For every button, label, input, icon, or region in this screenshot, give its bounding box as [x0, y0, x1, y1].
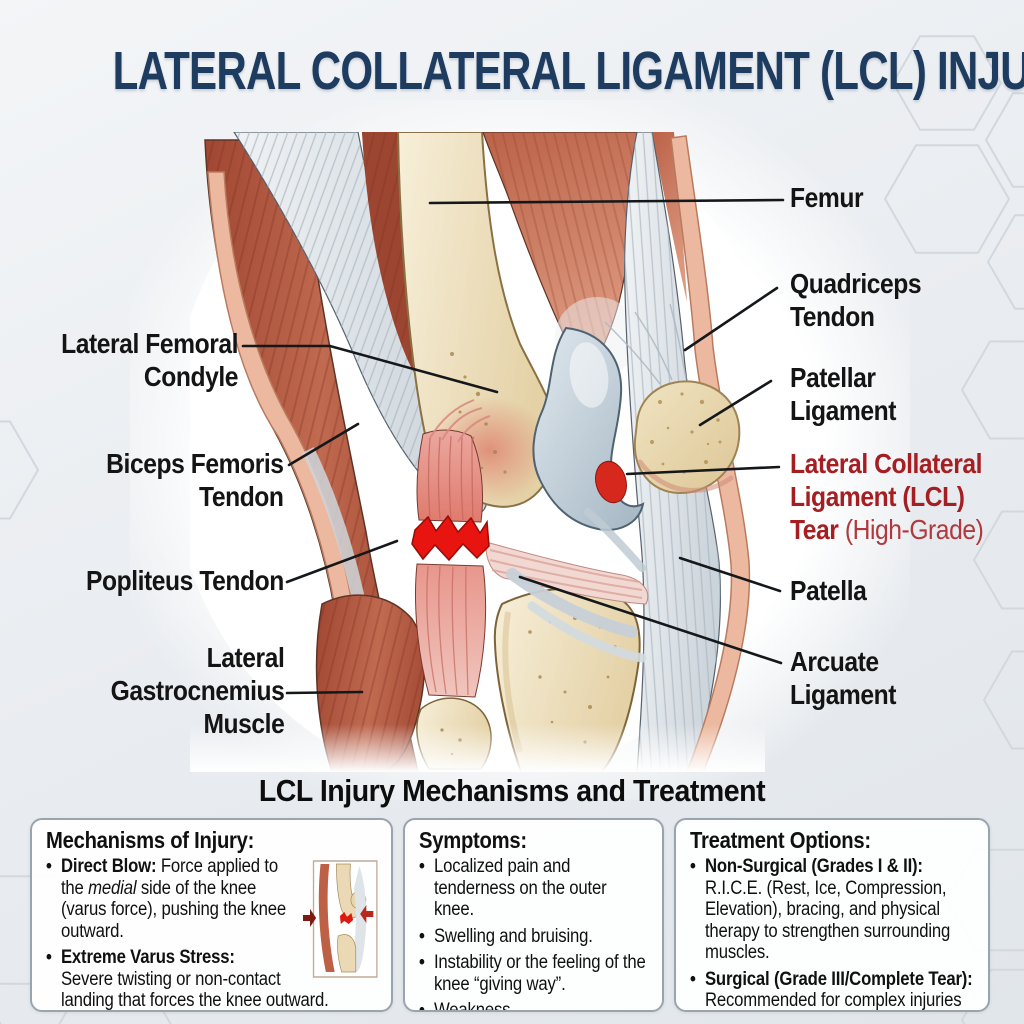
symptoms-bullet-weakness: •Weakness. [419, 1000, 650, 1012]
hexagon-decoration [986, 214, 1024, 310]
hexagon-decoration [960, 340, 1024, 440]
section-heading: LCL Injury Mechanisms and Treatment [258, 773, 766, 808]
hexagon-decoration [984, 92, 1024, 188]
symptoms-bullet-swelling: •Swelling and bruising. [419, 925, 593, 947]
bullet-marker: • [419, 952, 425, 973]
hexagon-decoration [982, 650, 1024, 750]
label-biceps-femoris-tendon: Biceps Femoris Tendon [106, 448, 285, 512]
hexagon-decoration [960, 968, 1024, 1024]
bullet-marker: • [419, 1000, 425, 1012]
treatment-bullet-non-surgical: •Non-Surgical (Grades I & II): R.I.C.E. … [690, 856, 951, 963]
mechanisms-bullet-varus-stress: •Extreme Varus Stress:Severe twisting or… [46, 947, 329, 1011]
label-arcuate-ligament: Arcuate Ligament [790, 646, 897, 710]
symptoms-heading: Symptoms: [419, 827, 527, 853]
label-lcl-tear: Lateral Collateral Ligament (LCL) Tear (… [790, 448, 984, 545]
treatment-bullet-surgical: •Surgical (Grade III/Complete Tear):Reco… [690, 968, 973, 1011]
page-title: LATERAL COLLATERAL LIGAMENT (LCL) INJURY [112, 41, 1024, 101]
varus-force-right-arrow-icon [360, 905, 374, 923]
treatment-options-box: Treatment Options: •Non-Surgical (Grades… [674, 818, 990, 1012]
hexagon-decoration [0, 1020, 2, 1024]
info-boxes-row: Mechanisms of Injury: •Direct Blow: Forc… [30, 818, 994, 1012]
symptoms-bullet-pain: •Localized pain and tenderness on the ou… [419, 856, 607, 920]
label-popliteus-tendon: Popliteus Tendon [86, 565, 284, 596]
bullet-marker: • [419, 925, 425, 947]
bullet-marker: • [690, 856, 696, 877]
label-femur: Femur [790, 182, 864, 213]
symptoms-bullet-instability: •Instability or the feeling of the knee … [419, 952, 646, 995]
varus-force-left-arrow-icon [303, 909, 317, 927]
hexagon-decoration [0, 420, 40, 520]
label-patellar-ligament: Patellar Ligament [790, 362, 897, 426]
label-lateral-gastrocnemius-muscle: Lateral Gastrocnemius Muscle [110, 642, 284, 739]
label-quadriceps-tendon: Quadriceps Tendon [790, 268, 922, 332]
knee-varus-force-thumbnail [303, 860, 378, 978]
bullet-marker: • [419, 856, 425, 877]
symptoms-box: Symptoms: •Localized pain and tenderness… [403, 818, 664, 1012]
label-patella: Patella [790, 575, 867, 606]
hexagon-decoration [883, 144, 1011, 254]
mechanisms-of-injury-box: Mechanisms of Injury: •Direct Blow: Forc… [30, 818, 393, 1012]
hexagon-decoration [972, 510, 1024, 610]
hexagon-decoration [891, 35, 1003, 131]
mechanisms-heading: Mechanisms of Injury: [46, 827, 255, 853]
bullet-marker: • [690, 968, 696, 990]
treatment-heading: Treatment Options: [690, 827, 871, 853]
bullet-marker: • [46, 856, 52, 877]
mechanisms-bullet-direct-blow: •Direct Blow: Force applied to the media… [46, 856, 286, 942]
label-lateral-femoral-condyle: Lateral Femoral Condyle [61, 328, 238, 392]
bullet-marker: • [46, 947, 52, 968]
